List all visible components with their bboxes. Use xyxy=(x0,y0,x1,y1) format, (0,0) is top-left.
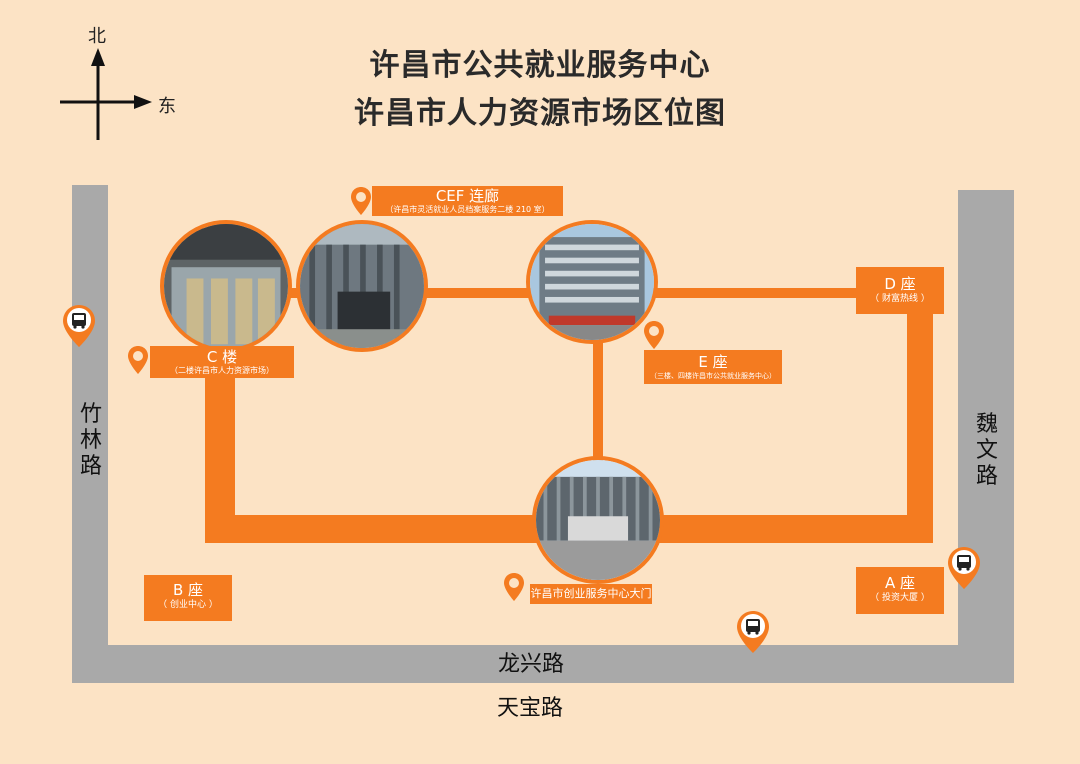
label-b-building: B 座 （ 创业中心 ） xyxy=(144,575,232,621)
east-road xyxy=(958,190,1014,683)
west-road-label: 竹林路 xyxy=(79,402,102,479)
location-pin-icon xyxy=(644,321,664,349)
photo-cef-corridor xyxy=(296,220,428,352)
d-name: D 座 xyxy=(884,275,916,293)
bus-stop-icon xyxy=(63,305,95,347)
label-a-building: A 座 （ 投资大厦 ） xyxy=(856,567,944,614)
bus-stop-icon xyxy=(737,611,769,653)
south-outer-road-label: 天宝路 xyxy=(497,696,564,721)
label-c-building: C 楼 （二楼许昌市人力资源市场） xyxy=(150,346,294,378)
compass-north-label: 北 xyxy=(88,26,106,47)
b-name: B 座 xyxy=(172,581,204,599)
south-inner-road-label: 龙兴路 xyxy=(498,652,565,677)
label-d-building: D 座 （ 财富热线 ） xyxy=(856,267,944,314)
e-sub: （三楼、四楼许昌市公共就业服务中心） xyxy=(650,372,776,380)
a-sub: （ 投资大厦 ） xyxy=(870,593,930,603)
label-cef-corridor: CEF 连廊 （许昌市灵活就业人员档案服务二楼 210 室） xyxy=(372,186,563,216)
west-road xyxy=(72,185,108,683)
e-name: E 座 xyxy=(698,353,728,371)
photo-e-building xyxy=(526,220,658,344)
compass-arrows-icon xyxy=(60,48,152,140)
east-road-label: 魏文路 xyxy=(975,412,998,489)
photo-main-gate xyxy=(532,456,664,584)
south-road xyxy=(72,645,1014,683)
location-pin-icon xyxy=(128,346,148,374)
map-title-line-1: 许昌市公共就业服务中心 xyxy=(369,48,711,83)
photo-c-building xyxy=(160,220,292,352)
gate-name: 许昌市创业服务中心大门 xyxy=(530,587,652,600)
d-sub: （ 财富热线 ） xyxy=(870,294,930,304)
cef-sub: （许昌市灵活就业人员档案服务二楼 210 室） xyxy=(385,205,550,214)
corridor-right xyxy=(907,312,933,543)
compass-east-label: 东 xyxy=(158,96,176,117)
corridor-center xyxy=(593,340,603,465)
bus-stop-icon xyxy=(948,547,980,589)
c-name: C 楼 xyxy=(206,348,238,366)
a-name: A 座 xyxy=(884,574,916,592)
map-title-line-2: 许昌市人力资源市场区位图 xyxy=(354,96,726,131)
location-pin-icon xyxy=(504,573,524,601)
label-e-building: E 座 （三楼、四楼许昌市公共就业服务中心） xyxy=(644,350,782,384)
location-pin-icon xyxy=(351,187,371,215)
cef-name: CEF 连廊 xyxy=(435,187,500,205)
label-main-gate: 许昌市创业服务中心大门 xyxy=(530,584,652,604)
b-sub: （ 创业中心 ） xyxy=(158,600,218,610)
c-sub: （二楼许昌市人力资源市场） xyxy=(170,366,274,375)
